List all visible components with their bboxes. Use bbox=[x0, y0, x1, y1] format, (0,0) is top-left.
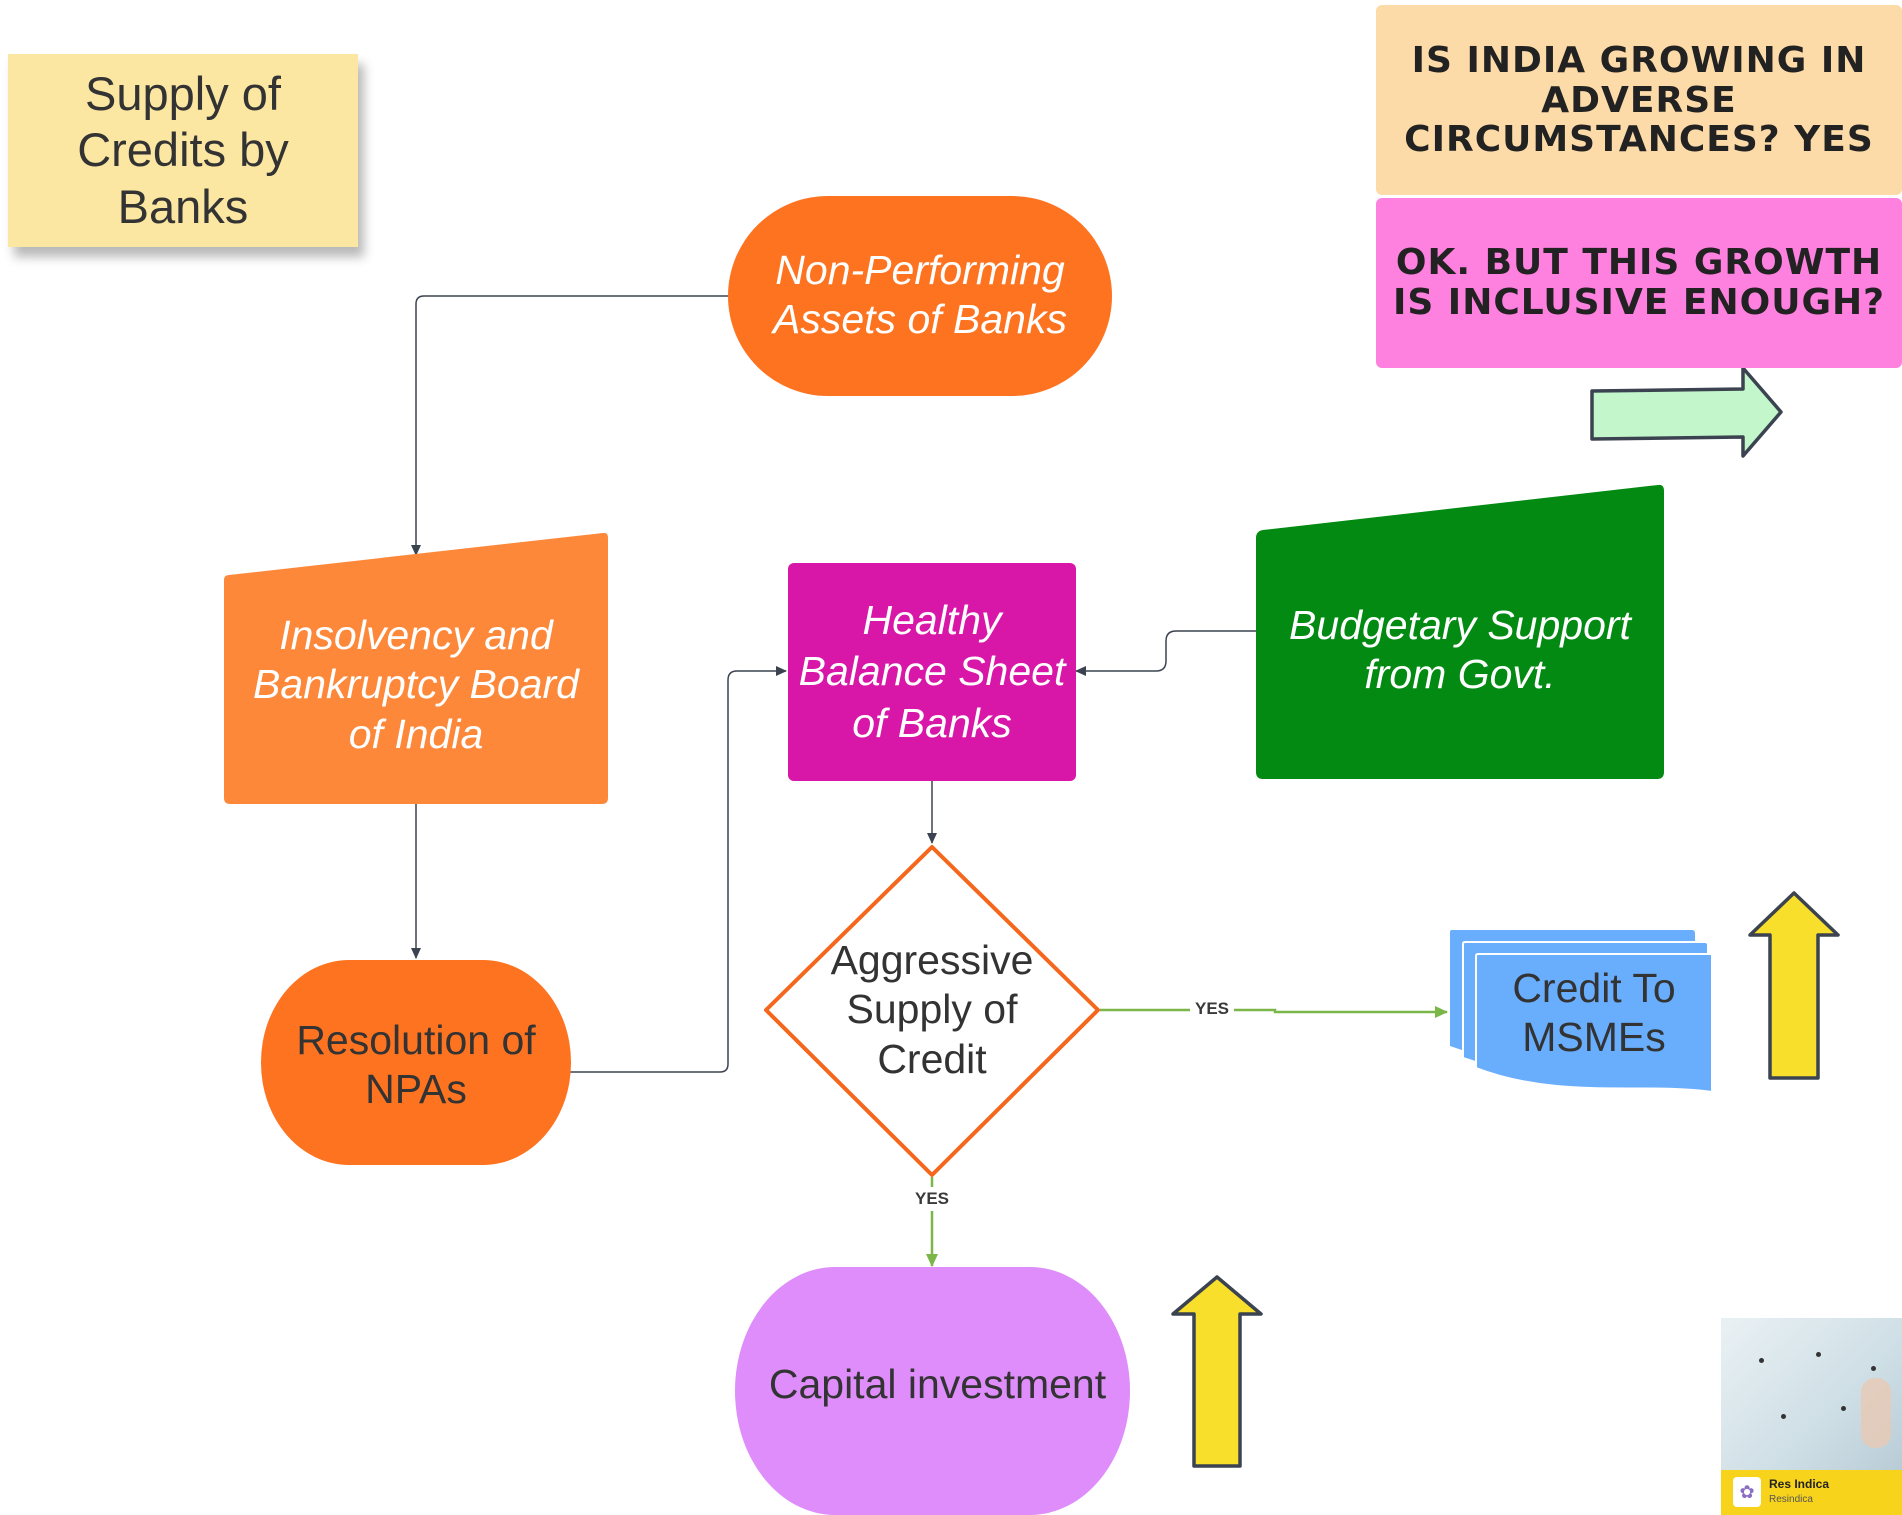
ibbi-label: Insolvency and Bankruptcy Board of India bbox=[253, 612, 579, 757]
ibbi-manual-input[interactable] bbox=[224, 532, 608, 804]
arrow-up-icon bbox=[1748, 891, 1840, 1080]
edge-label-yes-right: YES bbox=[1190, 997, 1234, 1021]
channel-thumbnail bbox=[1721, 1318, 1902, 1470]
decision-label: Aggressive Supply of Credit bbox=[830, 937, 1034, 1082]
connector-decision-to-msme bbox=[1100, 1006, 1448, 1018]
channel-bar: ✿ Res Indica Resindica bbox=[1721, 1470, 1902, 1515]
arrow-up-icon bbox=[1171, 1275, 1263, 1468]
connector-budget-to-healthy bbox=[1075, 630, 1256, 676]
channel-handle: Resindica bbox=[1769, 1494, 1813, 1505]
connector-npa-to-ibbi bbox=[411, 295, 728, 556]
npa-label: Non-Performing Assets of Banks bbox=[773, 246, 1067, 342]
healthy-process[interactable] bbox=[788, 563, 1076, 781]
title-sticky-note: Supply of Credits by Banks bbox=[8, 54, 358, 247]
resolution-label: Resolution of NPAs bbox=[296, 1016, 536, 1112]
feather-icon: ✿ bbox=[1733, 1477, 1761, 1507]
question-1-text: IS INDIA GROWING IN ADVERSE CIRCUMSTANCE… bbox=[1404, 40, 1874, 161]
channel-name: Res Indica bbox=[1769, 1477, 1830, 1491]
page-title: Supply of Credits by Banks bbox=[77, 66, 289, 233]
decision-diamond[interactable] bbox=[764, 845, 1100, 1177]
channel-card[interactable]: ✿ Res Indica Resindica bbox=[1721, 1318, 1902, 1515]
healthy-label: Healthy Balance Sheet of Banks bbox=[798, 597, 1066, 746]
connector-resolution-to-healthy bbox=[570, 666, 787, 1073]
capital-label: Capital investment bbox=[768, 1361, 1107, 1408]
budget-label: Budgetary Support from Govt. bbox=[1289, 601, 1631, 697]
question-box-1 bbox=[1376, 5, 1902, 195]
resolution-terminator[interactable] bbox=[261, 960, 571, 1165]
credit-msme-multidocument[interactable] bbox=[1450, 930, 1713, 1094]
arrow-right-icon bbox=[1590, 366, 1783, 458]
npa-terminator[interactable] bbox=[728, 196, 1112, 396]
question-box-2 bbox=[1376, 198, 1902, 368]
edge-label-yes-down: YES bbox=[910, 1187, 954, 1211]
question-2-text: OK. BUT THIS GROWTH IS INCLUSIVE ENOUGH? bbox=[1392, 241, 1886, 323]
capital-terminator[interactable] bbox=[735, 1267, 1130, 1515]
budget-manual-input[interactable] bbox=[1256, 484, 1664, 779]
credit-msme-label: Credit To MSMEs bbox=[1512, 964, 1676, 1060]
